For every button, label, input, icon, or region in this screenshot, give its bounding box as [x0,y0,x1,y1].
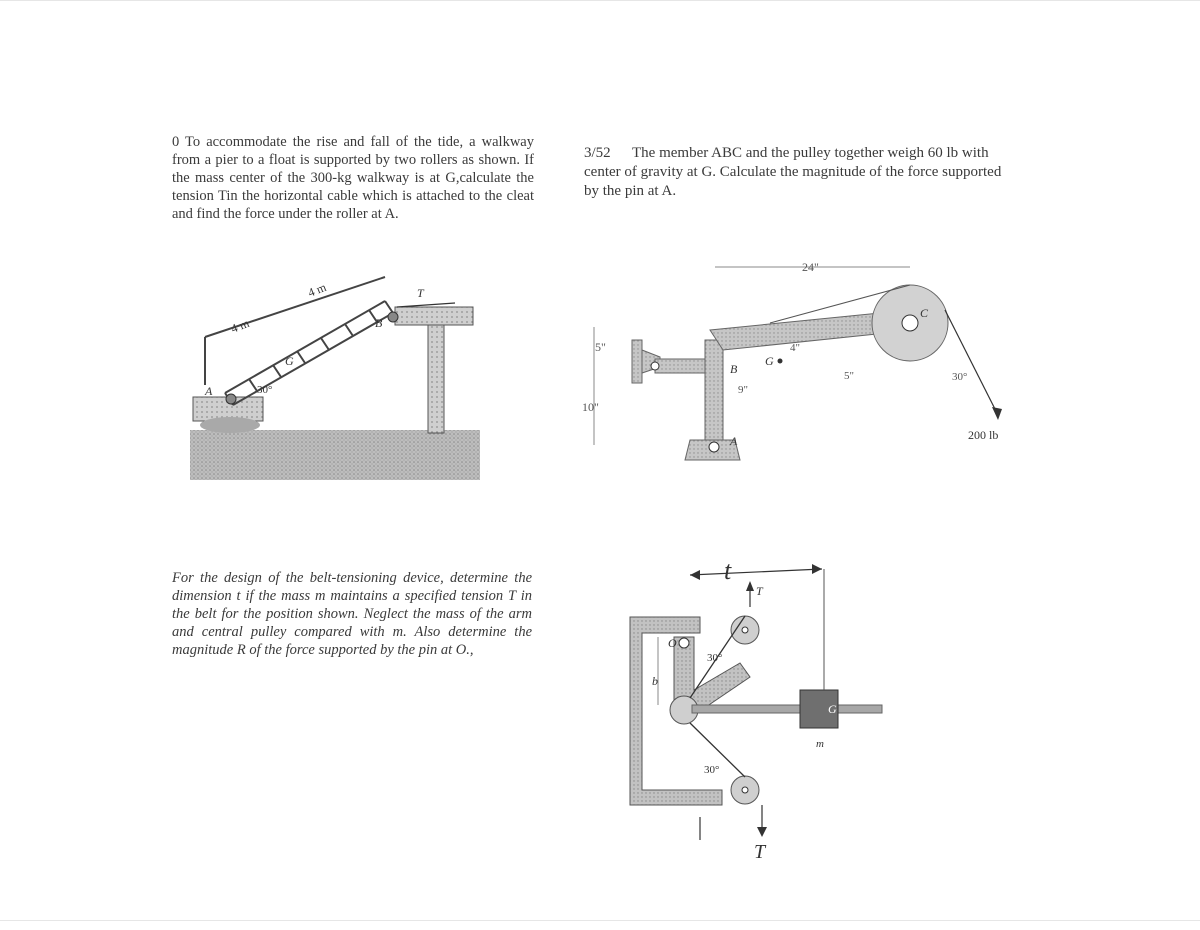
bottom-rule [0,920,1200,921]
label-len1: 4 m [229,316,252,336]
dim-9: 9" [738,384,748,396]
problem-2-number: 3/52 [584,145,611,161]
mass-block [799,689,839,729]
roller-b [387,311,399,323]
roller-a [225,393,237,405]
member-abc-figure: 24" 5" 10" B A C G 4" 9" 5" 30° 200 lb [582,260,1002,461]
dim-24: 24" [802,260,819,274]
dim-5b: 5" [844,370,854,382]
belt-tensioner-figure: t T O b 30° 30° G m T [629,556,883,863]
problem-1: 0 To accommodate the rise and fall of th… [172,133,534,223]
wall-bracket [631,339,643,384]
problem-1-number: 0 [172,134,180,150]
dim-5: 5" [595,340,606,354]
label-len2: 4 m [306,280,329,300]
label-T: T [417,286,425,300]
pier-post [427,324,445,434]
top-rule [0,0,1200,1]
label-T-top: T [756,584,764,598]
pin-a [708,441,720,453]
dim-4: 4" [790,342,800,354]
problem-3-text: For the design of the belt-tensioning de… [172,570,532,658]
label-force: 200 lb [968,428,998,442]
label-t: t [724,556,732,585]
cg-marker [777,358,783,364]
label-m: m [816,738,824,750]
problem-2-text: The member ABC and the pulley together w… [584,145,1002,199]
label-angle: 30° [257,384,272,396]
dim-10: 10" [582,400,599,414]
label-O: O [668,636,677,650]
rod [691,704,883,714]
housing [629,616,723,806]
label-B: B [730,362,738,376]
belt [944,309,999,416]
pin-o [678,637,690,649]
label-C: C [920,306,929,320]
problem-1-text: To accommodate the rise and fall of the … [172,134,534,222]
label-G: G [828,702,837,716]
ground [190,430,480,480]
label-angle: 30° [952,371,967,383]
label-G: G [285,354,294,368]
label-B: B [375,316,383,330]
walkway-figure: 4 m 4 m T B G A 30° [190,276,480,480]
cable [396,302,456,308]
pier-deck [394,306,474,326]
walkway-truss [204,276,394,406]
label-angle-top: 30° [707,652,722,664]
label-A: A [729,434,738,448]
label-G: G [765,354,774,368]
label-T-bottom: T [754,841,767,863]
problem-3: For the design of the belt-tensioning de… [172,569,532,659]
label-A: A [204,384,213,398]
label-b: b [652,674,658,688]
label-angle-bottom: 30° [704,764,719,776]
pin-wall [650,361,660,371]
belt [689,615,746,778]
